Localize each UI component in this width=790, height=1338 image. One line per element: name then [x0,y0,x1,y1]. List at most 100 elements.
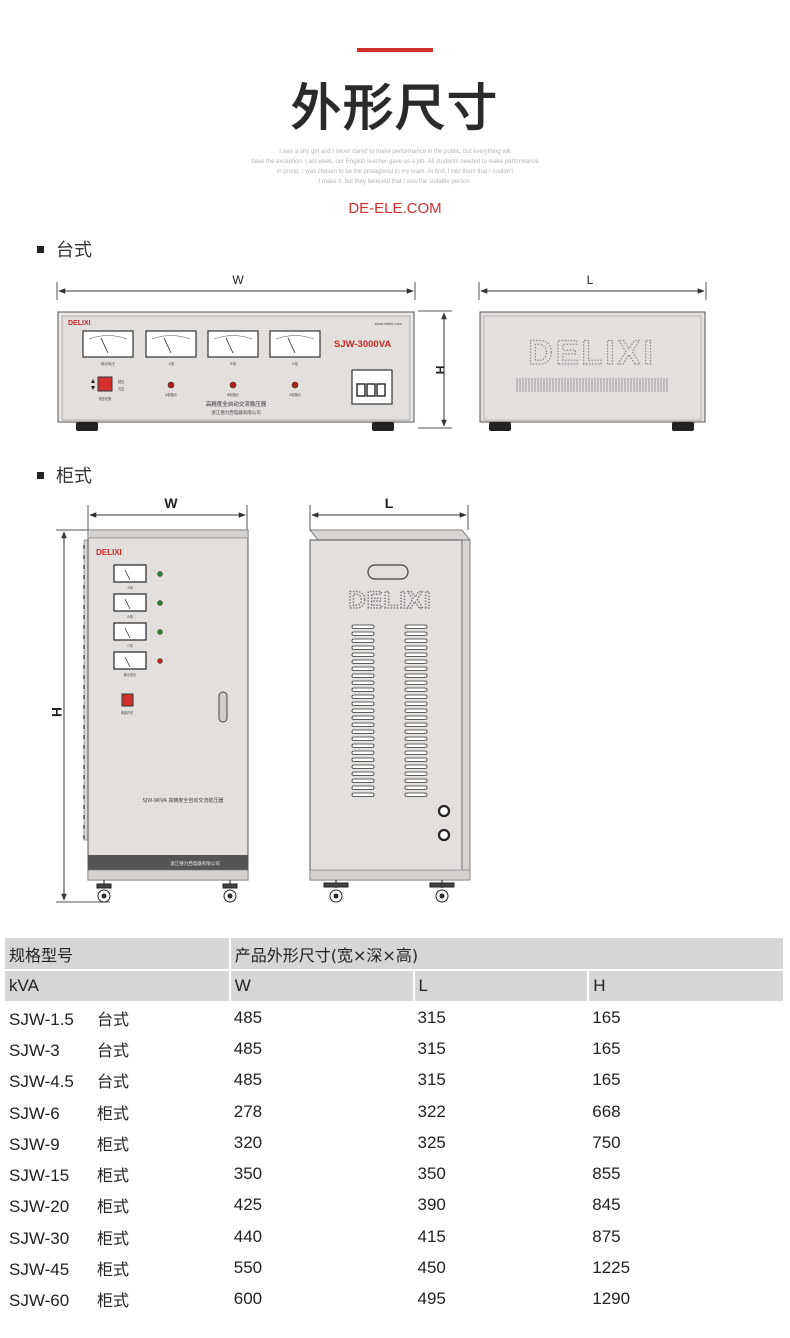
cell-w: 350 [233,1164,263,1184]
vent-slot [351,722,375,727]
front-website: www.delixi.com [375,321,403,326]
vent-slot [404,764,428,769]
power-switch [97,376,113,392]
vent-slot [351,680,375,685]
cell-model: SJW-6 柜式 [5,1096,230,1127]
cabinet-brand-logo: DELIXI [96,548,122,557]
vent-slot [351,729,375,734]
cell-l: 415 [417,1226,446,1246]
section-heading-label: 柜式 [56,466,92,487]
section-heading-label: 台式 [56,240,92,261]
model-type: 柜式 [97,1197,130,1217]
cell-l: 390 [417,1195,446,1215]
cell-w: 440 [233,1226,263,1246]
cell-h: 750 [592,1132,621,1152]
cell-w: 320 [233,1132,263,1152]
vent-slot [351,715,375,720]
model-type: 柜式 [97,1103,130,1123]
cell-w: 485 [233,1008,263,1028]
accent-bar [357,48,433,52]
vent-slot [404,645,428,650]
vent-slot [404,771,428,776]
vent-slot [351,638,375,643]
vent-slot [404,715,428,720]
meter-label: B相 [127,614,132,619]
model-name: SJW-20 [9,1197,70,1217]
brand-url: DE-ELE.COM [348,200,442,217]
vent-slot [351,764,375,769]
model-type: 台式 [97,1040,130,1060]
vent-slot [404,757,428,762]
cell-h: 165 [592,1070,621,1090]
vent-slot [404,638,428,643]
model-name: SJW-60 [9,1291,70,1311]
meter-label: A相 [292,361,298,366]
model-name: SJW-45 [9,1260,70,1280]
switch-label: 电源开关 [121,710,135,715]
lamp-label: B相指示 [227,392,239,397]
vent-slot [404,708,428,713]
cell-model: SJW-45 柜式 [5,1252,230,1283]
model-type: 柜式 [97,1228,130,1248]
fine-print-line: I was a shy girl and I never dared to ma… [279,149,511,155]
vent-slot [351,645,375,650]
button-label: 欠压 [118,386,125,391]
lamp-label: A相指示 [289,392,301,397]
model-name: SJW-9 [9,1134,60,1154]
fine-print-line: in group. I was chosen to be the protago… [276,169,514,175]
meter-label: 输出电压 [101,361,115,366]
cell-model: SJW-20 柜式 [5,1190,230,1221]
cell-l: 315 [417,1038,446,1058]
cell-w: 600 [233,1289,263,1309]
header-h: H [588,970,785,1003]
dim-h-label: H [433,366,447,375]
base-strip [88,855,248,870]
model-name: SJW-30 [9,1228,70,1248]
model-name: SJW-3 [9,1040,60,1060]
front-model-label: SJW-3000VA [334,339,391,350]
cabinet-drawing: W L H DELIXI A相 B相 C相 输出电压 [49,495,471,903]
vent-slot [404,722,428,727]
cell-l: 315 [417,1070,446,1090]
vent-slot [351,694,375,699]
cell-l: 450 [417,1258,446,1278]
vent-slot [404,750,428,755]
model-type: 柜式 [97,1134,130,1154]
vent-slot [404,666,428,671]
front-product-name: 高精度全自动交流稳压器 [206,400,267,408]
cell-l: 325 [417,1132,446,1152]
dim-w-label: W [232,273,244,287]
vent-slot [404,687,428,692]
cell-h: 875 [592,1226,621,1246]
vent-slot [351,673,375,678]
cell-l: 495 [417,1289,446,1309]
header-model-spec: 规格型号 [5,938,231,971]
table-header-row: 规格型号 产品外形尺寸(宽×深×高) [5,938,786,971]
dim-l-label: L [587,273,594,287]
desktop-side-view: DELIXI [479,311,706,431]
vent-slot [351,778,375,783]
vent-slot [404,701,428,706]
model-name: SJW-15 [9,1166,70,1186]
cable-gland [437,828,451,842]
cell-w: 485 [233,1070,263,1090]
model-type: 柜式 [97,1260,130,1280]
cell-h: 1290 [592,1289,631,1309]
meter-label: A相 [127,585,132,590]
desktop-front-view: DELIXI www.delixi.com 输出电压 1相 B相 A相 SJW-… [57,311,415,431]
vent-slot [351,624,375,629]
cell-l: 315 [417,1008,446,1028]
cabinet-front-view: DELIXI A相 B相 C相 输出电压 电源开关 SJW-9KVA [83,529,249,903]
table-row: SJW-30 柜式 440 415 875 [5,1221,784,1252]
vent-slot [404,743,428,748]
section-heading-cabinet: 柜式 [37,462,92,488]
vent-slot [404,652,428,657]
model-name: SJW-6 [9,1103,60,1123]
cable-gland [437,804,451,818]
